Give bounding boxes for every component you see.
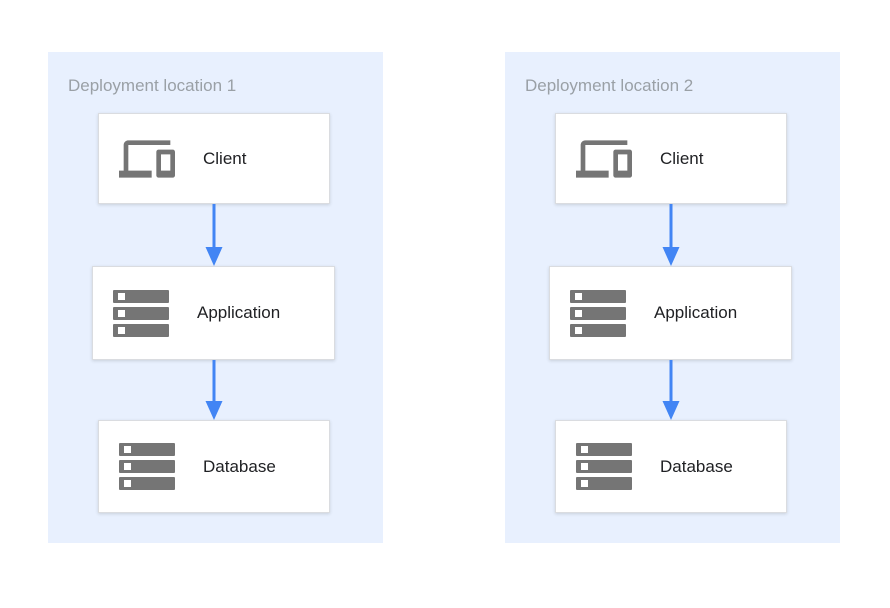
node-client: Client <box>98 113 330 204</box>
server-stack-icon <box>113 289 169 337</box>
database-label: Database <box>203 456 276 476</box>
server-stack-icon <box>119 443 175 490</box>
panel-title: Deployment location 1 <box>68 76 237 95</box>
devices-icon <box>576 139 632 178</box>
application-label: Application <box>197 303 281 322</box>
node-application: Application <box>549 266 792 360</box>
devices-icon <box>119 139 175 178</box>
client-label: Client <box>203 148 247 168</box>
database-label: Database <box>660 456 733 476</box>
server-stack-icon <box>576 443 632 490</box>
arrow-client-to-application <box>204 204 224 266</box>
deployment-panel-2: Deployment location 2 Client <box>505 52 840 543</box>
arrow-client-to-application <box>661 204 681 266</box>
arrow-application-to-database <box>661 360 681 420</box>
arrow-application-to-database <box>204 360 224 420</box>
application-label: Application <box>654 303 738 322</box>
deployment-panel-1: Deployment location 1 Client <box>48 52 383 543</box>
client-label: Client <box>660 148 704 168</box>
panel-title: Deployment location 2 <box>525 76 694 95</box>
server-stack-icon <box>570 289 626 337</box>
node-client: Client <box>555 113 787 204</box>
node-database: Database <box>98 420 330 513</box>
node-application: Application <box>92 266 335 360</box>
node-database: Database <box>555 420 787 513</box>
